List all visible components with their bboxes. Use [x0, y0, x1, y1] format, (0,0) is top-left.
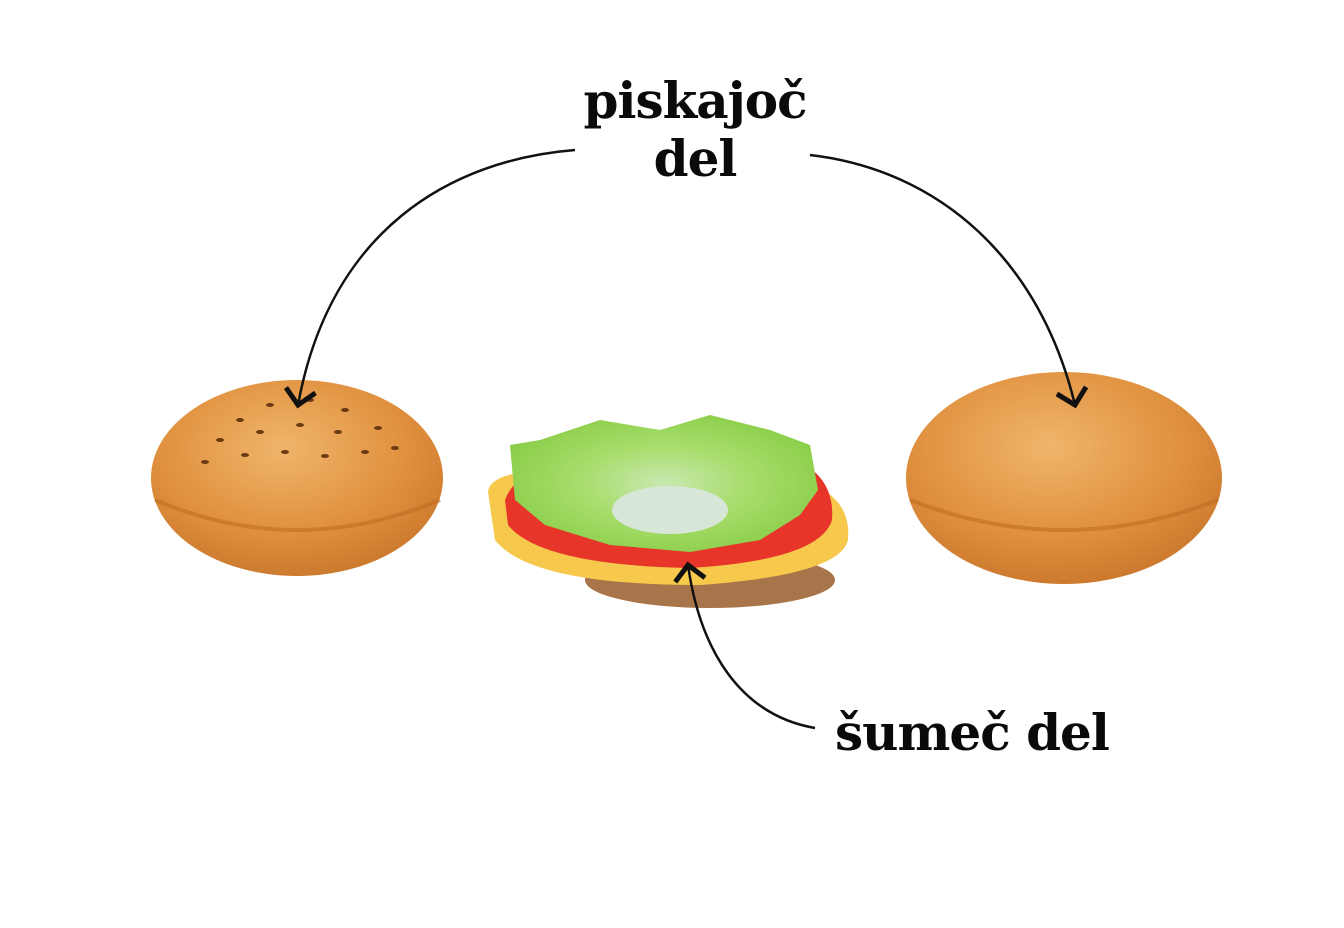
squeaker-label-line2: del [653, 128, 738, 188]
squeaker-label-line1: piskajoč [583, 71, 807, 130]
filling-stack [488, 415, 849, 608]
top-bun [151, 380, 443, 576]
crinkle-label: šumeč del [835, 703, 1110, 762]
arrow-right [809, 153, 1089, 409]
arrow-left [283, 148, 576, 409]
sesame-seeds [201, 398, 399, 464]
squeaker-label: piskajoč del [560, 72, 830, 187]
arrow-bottom [673, 561, 816, 730]
bottom-bun [906, 372, 1222, 584]
